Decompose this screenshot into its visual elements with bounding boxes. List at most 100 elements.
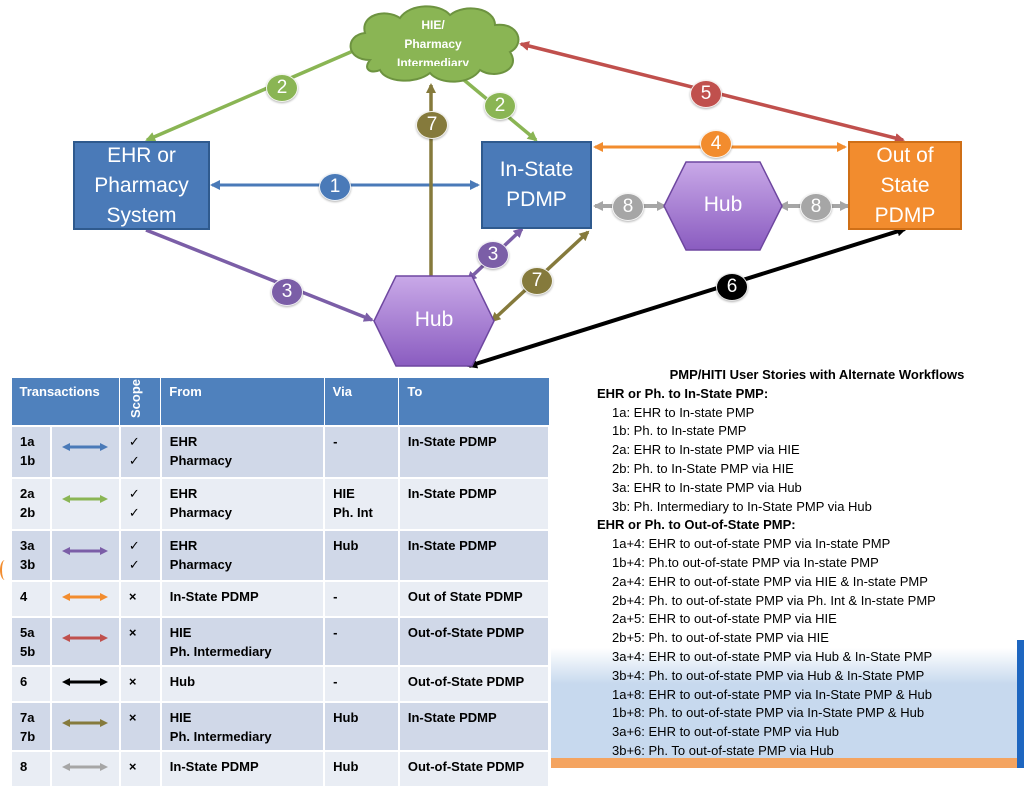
row-via: Hub [323,750,400,788]
badge-4: 4 [700,130,732,158]
row-scope: × [118,701,162,752]
workflow-diagram: HIE/ Pharmacy Intermediary EHR or Pharma… [0,0,1024,370]
row-via: - [323,425,400,479]
badge-3b: 3 [477,241,509,269]
story-item: 3a+4: EHR to out-of-state PMP via Hub & … [612,648,933,664]
legend-arrow-head [61,593,70,601]
table-row: 2a 2b ✓ ✓ EHR Pharmacy HIE Ph. Int In-St… [10,477,551,531]
badge-7b: 7 [521,267,553,295]
story-item: 3b+4: Ph. to out-of-state PMP via Hub & … [612,667,925,683]
header-to: To [398,377,550,427]
bottom-right-decor [551,648,1024,768]
story-item: 1b+8: Ph. to out-of-state PMP via In-Sta… [612,705,925,721]
row-arrow-cell [49,750,121,788]
row-to: Out of State PDMP [397,580,551,618]
table-row: 8 × In-State PDMP Hub Out-of-State PDMP [10,750,551,788]
hub-bottom-shape [373,275,495,367]
row-id: 2a 2b [10,477,52,531]
table-row: 4 × In-State PDMP - Out of State PDMP [10,580,551,618]
connector-layer [145,5,907,369]
row-via: - [323,665,400,703]
row-arrow-cell [49,701,121,752]
row-arrow-cell [49,529,121,582]
row-arrow-cell [49,616,121,667]
section-heading: EHR or Ph. to In-State PMP: [597,385,769,401]
badge-2a: 2 [266,74,298,102]
row-scope: × [118,616,162,667]
hie-node: HIE/ Pharmacy Intermediary [396,18,470,66]
hub-bottom-label: Hub [414,308,454,331]
badge-7a: 7 [416,111,448,139]
badge-6: 6 [716,273,748,301]
legend-arrow-head [99,593,108,601]
story-item: 2b+4: Ph. to out-of-state PMP via Ph. In… [612,592,936,608]
row-via: Hub [323,701,400,752]
legend-arrow-head [99,443,108,451]
table-header-row: Transactions Scope From Via To [10,377,550,427]
table-row: 5a 5b × HIE Ph. Intermediary - Out-of-St… [10,616,551,667]
story-item: 2b+5: Ph. to out-of-state PMP via HIE [612,630,829,646]
row-arrow [61,678,108,686]
row-to: Out-of-State PDMP [397,616,551,667]
section-heading: EHR or Ph. to Out-of-State PMP: [597,517,796,533]
legend-arrow-head [61,547,70,555]
row-via: Hub [323,529,400,582]
right-edge-strip [1017,640,1024,768]
row-scope: × [118,580,162,618]
connector-6 [467,226,907,369]
row-to: Out-of-State PDMP [397,665,551,703]
story-item: 3b: Ph. Intermediary to In-State PMP via… [612,498,872,514]
header-from: From [160,377,325,427]
row-id: 7a 7b [10,701,52,752]
row-to: Out-of-State PDMP [397,750,551,788]
story-item: 2a: EHR to In-state PMP via HIE [612,442,800,458]
row-from: In-State PDMP [159,750,326,788]
story-item: 2a+4: EHR to out-of-state PMP via HIE & … [612,573,928,589]
legend-arrow-head [61,634,70,642]
row-arrow [61,547,108,555]
row-scope: ✓ ✓ [118,425,162,479]
table-row: 7a 7b × HIE Ph. Intermediary Hub In-Stat… [10,701,551,752]
legend-arrow-head [61,678,70,686]
row-arrow [61,443,108,451]
row-id: 3a 3b [10,529,52,582]
hub-right-shape [663,161,783,251]
header-via: Via [323,377,400,427]
story-item: 3b+6: Ph. To out-of-state PMP via Hub [612,742,834,758]
row-scope: ✓ ✓ [118,477,162,531]
row-to: In-State PDMP [397,529,551,582]
user-stories-panel: PMP/HITI User Stories with Alternate Wor… [597,366,1017,761]
row-from: EHR Pharmacy [159,529,326,582]
in-state-pdmp-node: In-State PDMP [481,141,592,229]
legend-arrow-head [99,763,108,771]
row-to: In-State PDMP [397,701,551,752]
row-from: In-State PDMP [159,580,326,618]
row-scope: × [118,665,162,703]
user-stories-title: PMP/HITI User Stories with Alternate Wor… [669,367,965,382]
table-row: 3a 3b ✓ ✓ EHR Pharmacy Hub In-State PDMP [10,529,551,582]
row-to: In-State PDMP [397,425,551,479]
ehr-pharmacy-node: EHR or Pharmacy System [73,141,210,230]
story-item: 1a: EHR to In-state PMP [612,404,755,420]
bottom-orange-strip [551,758,1024,768]
row-arrow [61,634,108,642]
badge-5: 5 [690,80,722,108]
in-state-pdmp-label: In-State PDMP [499,158,574,211]
connector-3a [145,228,374,322]
story-item: 2a+5: EHR to out-of-state PMP via HIE [612,611,837,627]
hub-right-label: Hub [703,193,743,216]
row-id: 6 [10,665,52,703]
row-arrow-cell [49,580,121,618]
legend-arrow-head [61,763,70,771]
row-to: In-State PDMP [397,477,551,531]
legend-arrow-head [61,443,70,451]
badge-8b: 8 [800,193,832,221]
row-arrow [61,763,108,771]
legend-arrow-head [61,495,70,503]
story-item: 3a+6: EHR to out-of-state PMP via Hub [612,724,840,740]
badge-8a: 8 [612,193,644,221]
out-of-state-pdmp-label: Out of State PDMP [874,143,936,227]
ehr-pharmacy-label: EHR or Pharmacy System [94,143,189,227]
badge-2b: 2 [484,92,516,120]
story-item: 1b+4: Ph.to out-of-state PMP via In-stat… [612,554,879,570]
